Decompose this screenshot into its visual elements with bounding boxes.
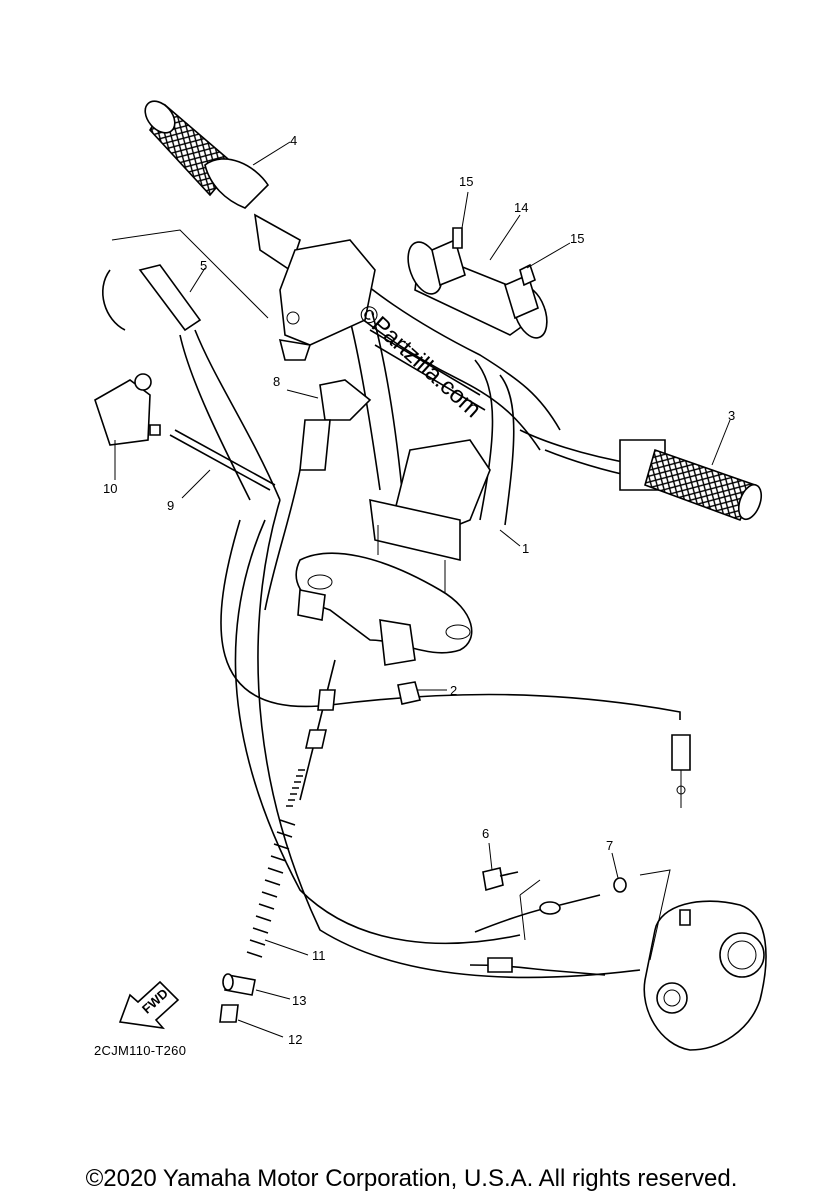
callout-5: 5 [200,258,207,273]
copyright-notice: ©2020 Yamaha Motor Corporation, U.S.A. A… [85,1165,738,1192]
callout-8: 8 [273,374,280,389]
handlebar-holder [369,439,491,600]
callout-14: 14 [514,200,528,215]
leader-lines [114,141,731,1038]
callout-3: 3 [728,408,735,423]
callout-7: 7 [606,838,613,853]
callout-10: 10 [103,481,117,496]
callout-2: 2 [450,683,457,698]
bolt [482,867,519,892]
o-ring [613,877,627,893]
cable-adjuster [219,973,256,1023]
diagram-reference-code: 2CJM110-T260 [94,1043,187,1058]
callout-15-left: 15 [459,174,473,189]
throttle-cable [101,229,281,501]
hot-start-cable [169,429,276,491]
cable-holder [407,227,548,339]
throttle-housing [278,239,376,361]
fwd-arrow-icon: FWD [118,980,180,1030]
right-grip [619,439,763,522]
callout-4: 4 [290,133,297,148]
flange-nut [397,681,421,705]
callout-11: 11 [312,948,326,963]
callout-6: 6 [482,826,489,841]
callout-13: 13 [292,993,306,1008]
watermark: ©Partzilla.com [353,299,486,423]
callout-1: 1 [522,541,529,556]
clutch-cable-spring [246,659,336,958]
cable-end-upper [671,734,691,808]
lower-bracket [295,552,473,666]
callout-9: 9 [167,498,174,513]
hot-start-lever [94,373,161,446]
clutch-switch [264,379,372,611]
mid-cable [469,869,671,976]
engine-throttle-body [643,900,767,1051]
callout-12: 12 [288,1032,302,1047]
callout-15-right: 15 [570,231,584,246]
throttle-grip [144,100,301,272]
main-cables [220,499,681,979]
